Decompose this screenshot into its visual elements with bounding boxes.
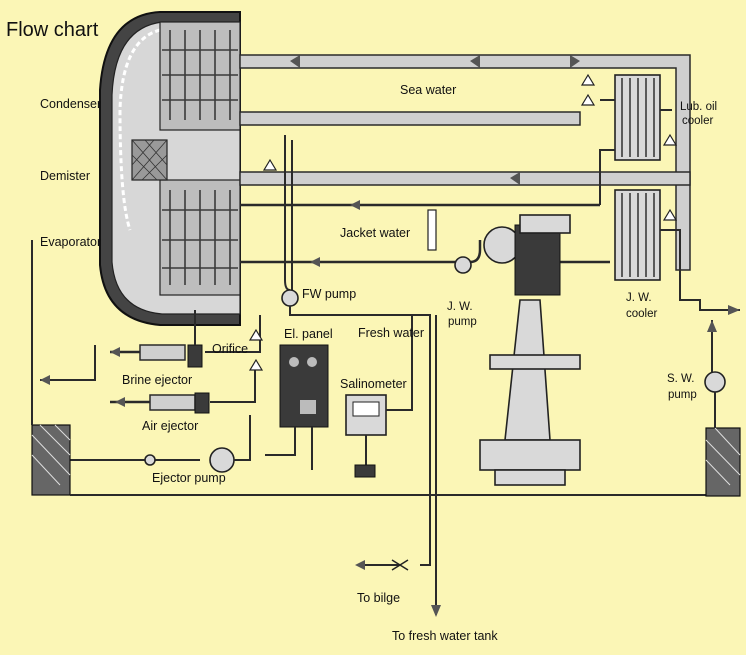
fw-pump-label: FW pump [302,287,357,301]
air-ejector-label: Air ejector [142,419,199,433]
sw-pump-label-1: S. W. [667,373,695,385]
sea-water-label: Sea water [400,83,457,97]
condenser-label: Condenser [40,97,102,111]
to-fresh-water-tank-label: To fresh water tank [392,629,498,643]
el-panel-label: El. panel [284,327,333,341]
valves [248,73,678,371]
lub-oil-cooler-label-2: cooler [682,115,714,127]
engine [454,214,581,486]
demister-label: Demister [40,169,91,183]
orifice-label: Orifice [212,342,249,356]
sea-water-line [239,54,691,271]
lub-oil-cooler [614,74,661,161]
sea-chest-right [704,320,741,497]
evaporator-shell [99,11,241,326]
fresh-water-line [281,135,441,617]
lub-oil-cooler-label-1: Lub. oil [680,101,718,113]
salinometer [345,315,413,478]
jw-cooler [614,189,661,281]
sea-chest-left [31,240,720,496]
el-panel [265,344,329,470]
jw-pump-label-2: pump [448,316,477,328]
ejector-pump-label: Ejector pump [152,471,226,485]
jacket-water-label: Jacket water [340,226,411,240]
diagram-title: Flow chart [6,19,99,41]
jw-cooler-label-2: cooler [626,308,658,320]
to-bilge-label: To bilge [357,591,401,605]
jw-pump-label-1: J. W. [447,301,473,313]
salinometer-label: Salinometer [340,377,407,391]
evaporator-label: Evaporator [40,235,102,249]
jw-cooler-label-1: J. W. [626,292,652,304]
fresh-water-label: Fresh water [358,326,424,340]
brine-ejector-label: Brine ejector [122,373,193,387]
sw-pump-label-2: pump [668,389,697,401]
ejector-system [40,310,261,473]
jacket-water-line [240,200,610,267]
